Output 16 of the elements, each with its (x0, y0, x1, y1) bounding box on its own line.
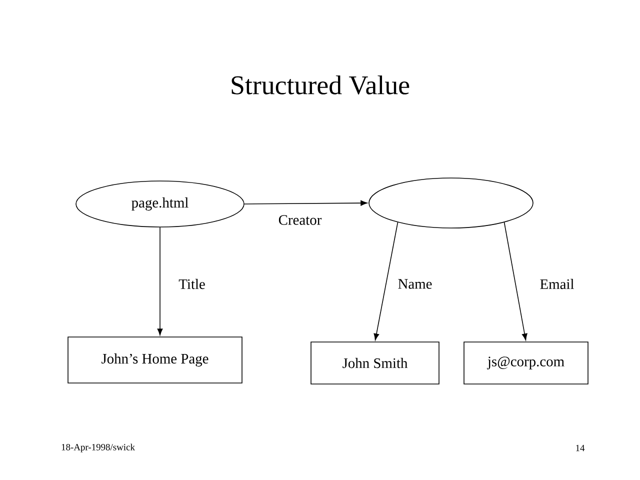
edge-label: Title (178, 278, 206, 290)
arrow (504, 222, 528, 340)
ellipse-node (368, 178, 534, 228)
arrow (244, 200, 368, 206)
edge-label: Name (396, 278, 434, 290)
edge-label: Email (538, 278, 576, 290)
page-number: 14 (576, 444, 585, 452)
text-box: John’s Home Page (68, 336, 242, 384)
edge-label: Creator (277, 214, 323, 226)
title: Structured Value (232, 75, 410, 95)
arrow (157, 226, 163, 336)
arrow (374, 222, 398, 340)
text-box: js@corp.com (464, 342, 588, 384)
text-box: John Smith (310, 342, 440, 384)
ellipse-node: page.html (76, 180, 244, 228)
footer-text: 18-Apr-1998/swick (62, 444, 135, 452)
